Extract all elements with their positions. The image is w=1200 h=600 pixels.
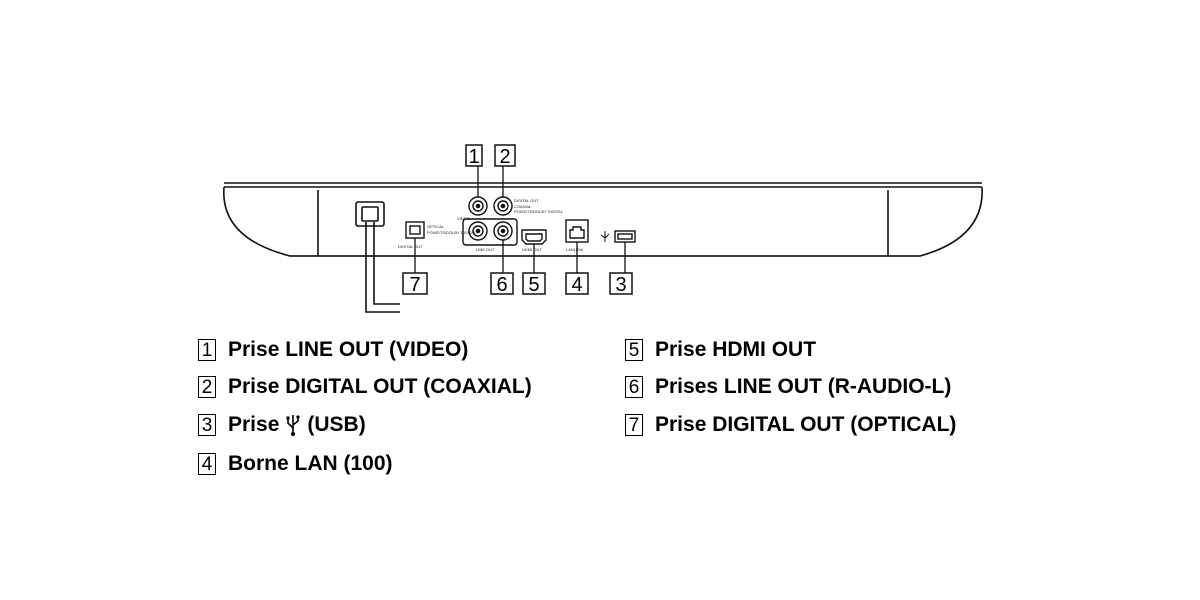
legend-number: 3	[198, 414, 216, 436]
legend-number: 6	[625, 376, 643, 398]
usb-panel-icon	[600, 231, 610, 242]
legend-item-2: 2 Prise DIGITAL OUT (COAXIAL)	[198, 373, 532, 401]
hdmi-port	[521, 229, 547, 245]
legend-number: 2	[198, 376, 216, 398]
legend-number: 4	[198, 453, 216, 475]
svg-text:6: 6	[496, 274, 507, 296]
coaxial-label: COAXIAL	[514, 204, 532, 209]
lan-port	[565, 219, 589, 243]
callout-7: 7	[402, 238, 428, 296]
coaxial-jack	[493, 196, 513, 216]
callout-5: 5	[522, 244, 546, 296]
legend-text: Prise LINE OUT (VIDEO)	[228, 338, 469, 361]
legend-text-before: Prise	[228, 413, 280, 436]
svg-text:5: 5	[528, 274, 539, 296]
optical-out-label: DIGITAL OUT	[398, 244, 423, 249]
callout-1: 1	[465, 144, 483, 197]
svg-text:2: 2	[499, 146, 510, 168]
svg-text:7: 7	[409, 274, 420, 296]
svg-text:3: 3	[615, 274, 626, 296]
lan-label: LAN(100)	[566, 247, 584, 252]
video-jack	[468, 196, 488, 216]
optical-out-port	[405, 221, 425, 239]
hdmi-label: HDMI OUT	[522, 247, 542, 252]
legend-number: 1	[198, 339, 216, 361]
legend-text: Prise HDMI OUT	[655, 338, 817, 361]
device-body	[223, 182, 983, 257]
power-cord	[355, 201, 400, 313]
optical-label: OPTICAL	[427, 224, 445, 229]
legend-number: 7	[625, 414, 643, 436]
legend-text: Prise DIGITAL OUT (OPTICAL)	[655, 413, 957, 436]
legend-item-7: 7 Prise DIGITAL OUT (OPTICAL)	[625, 411, 956, 439]
legend-item-1: 1 Prise LINE OUT (VIDEO)	[198, 336, 468, 364]
svg-text:1: 1	[468, 146, 479, 168]
legend-number: 5	[625, 339, 643, 361]
usb-icon	[286, 415, 300, 436]
digital-out-label: DIGITAL OUT	[514, 198, 539, 203]
legend-item-6: 6 Prises LINE OUT (R-AUDIO-L)	[625, 373, 951, 401]
line-out-label: LINE OUT	[476, 247, 495, 252]
usb-port	[614, 230, 636, 243]
svg-text:4: 4	[571, 274, 582, 296]
callout-2: 2	[494, 144, 516, 197]
callout-6: 6	[490, 240, 514, 296]
legend-text: Prise (USB)	[228, 413, 366, 437]
legend-item-4: 4 Borne LAN (100)	[198, 450, 393, 478]
callout-3: 3	[609, 242, 633, 296]
legend-text-after: (USB)	[307, 413, 366, 436]
line-out-jacks	[462, 218, 518, 246]
optical-pcm-label: PCM/DTS/DOLBY DIGITAL	[427, 230, 477, 235]
callout-4: 4	[565, 242, 589, 296]
video-label: VIDEO	[457, 216, 469, 221]
legend-text: Prise DIGITAL OUT (COAXIAL)	[228, 375, 532, 398]
legend-text: Borne LAN (100)	[228, 452, 393, 475]
legend-item-5: 5 Prise HDMI OUT	[625, 336, 816, 364]
legend-item-3: 3 Prise (USB)	[198, 411, 366, 439]
coaxial-pcm-label: PCM/DTS/DOLBY DIGITAL	[514, 209, 564, 214]
legend-text: Prises LINE OUT (R-AUDIO-L)	[655, 375, 952, 398]
